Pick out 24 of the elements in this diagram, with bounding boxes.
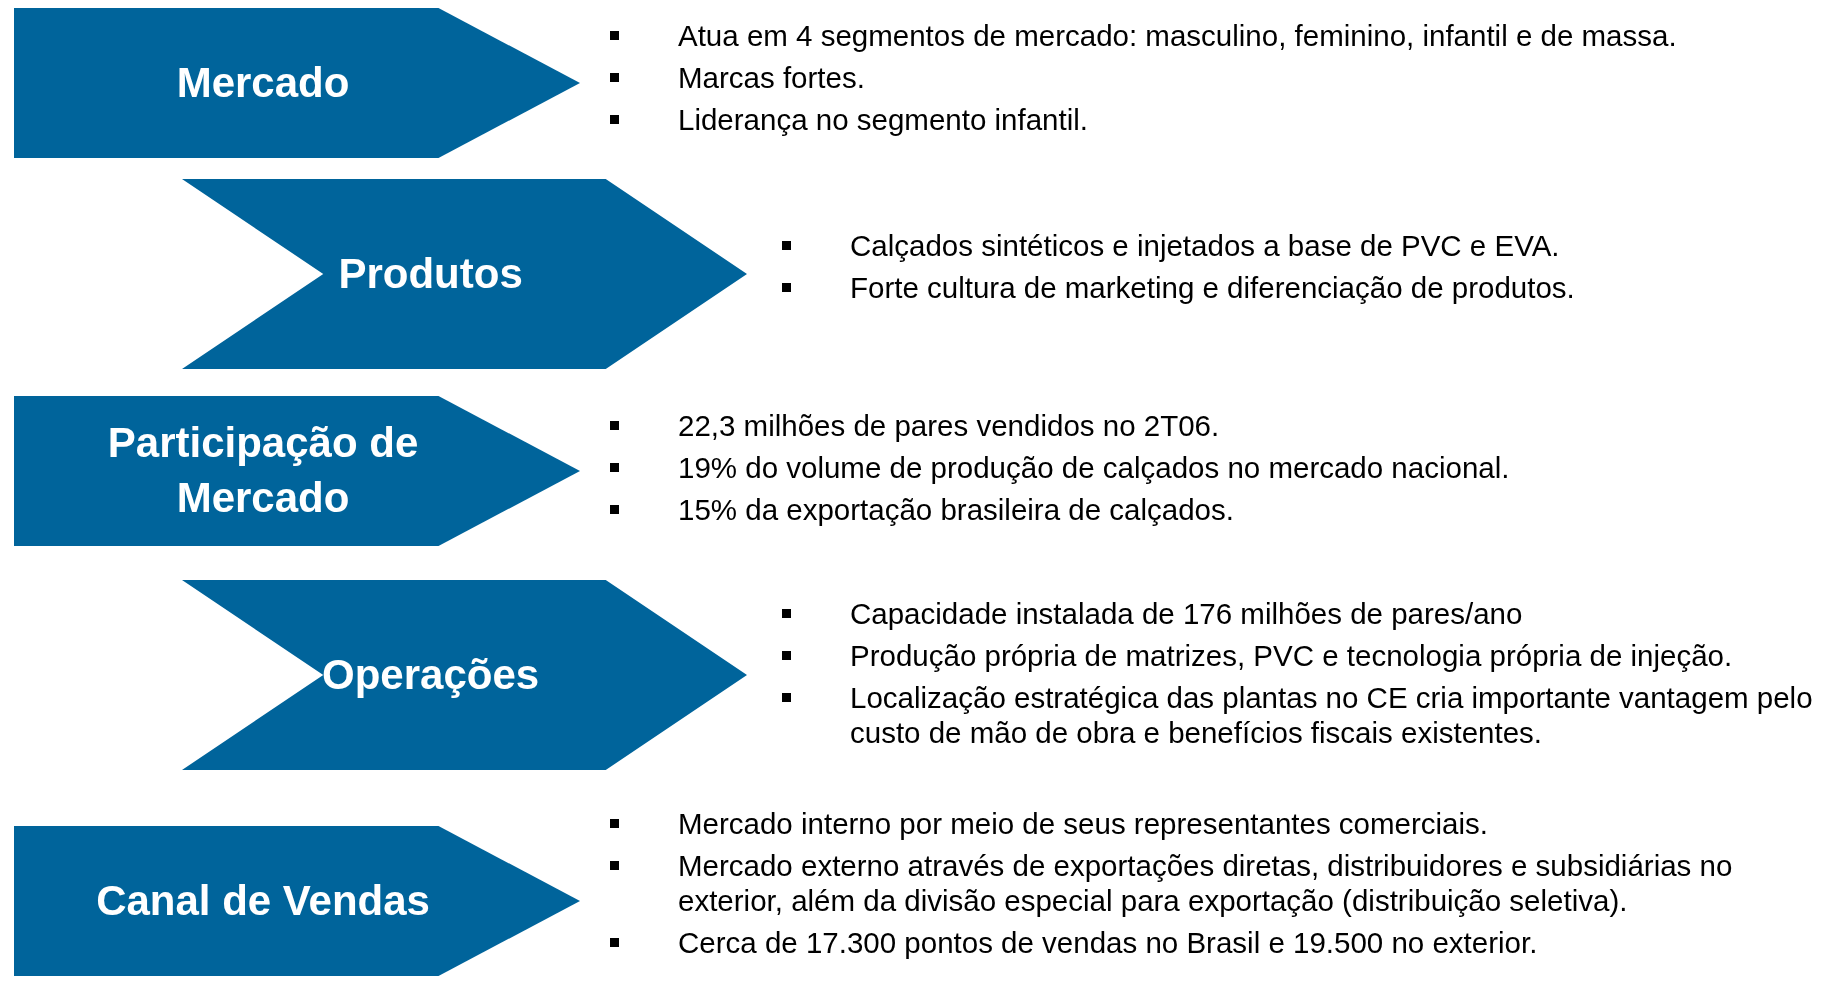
bullet-text: Liderança no segmento infantil. bbox=[678, 103, 1088, 136]
bullet-text: 15% da exportação brasileira de calçados. bbox=[678, 493, 1234, 526]
bullet-text: Calçados sintéticos e injetados a base de PVC e EVA. bbox=[850, 229, 1560, 262]
chevron-label: Mercado bbox=[175, 57, 351, 108]
chevron-label: Produtos bbox=[337, 248, 524, 299]
bullet-text: Cerca de 17.300 pontos de vendas no Brasil e 19.500 no exterior. bbox=[678, 926, 1538, 959]
chevron-label: Participação de Mercado bbox=[106, 418, 420, 523]
chevron-label: Operações bbox=[321, 649, 541, 700]
bullet-text: Localização estratégica das plantas no CE cria importante vantagem pelo custo de mão de obra e benefícios fiscais existentes. bbox=[850, 681, 1813, 749]
bullet-text: 22,3 milhões de pares vendidos no 2T06. bbox=[678, 409, 1220, 442]
chevron-banner bbox=[14, 396, 580, 546]
bullet-text: Mercado interno por meio de seus representantes comerciais. bbox=[678, 807, 1488, 840]
bullet-text: Forte cultura de marketing e diferenciação de produtos. bbox=[850, 271, 1575, 304]
bullet-text: Mercado externo através de exportações diretas, distribuidores e subsidiárias no exterior, além da divisão especial para exportação (distribuição seletiva). bbox=[678, 849, 1733, 917]
chevron-label: Canal de Vendas bbox=[95, 875, 431, 926]
bullet-text: Marcas fortes. bbox=[678, 61, 865, 94]
bullet-text: Produção própria de matrizes, PVC e tecnologia própria de injeção. bbox=[850, 639, 1733, 672]
chevron-banner bbox=[14, 8, 580, 158]
chevron-banner bbox=[14, 826, 580, 976]
chevron-banner bbox=[182, 179, 747, 369]
chevron-banner bbox=[182, 580, 747, 770]
bullet-text: Capacidade instalada de 176 milhões de pares/ano bbox=[850, 597, 1523, 630]
bullet-text: Atua em 4 segmentos de mercado: masculino, feminino, infantil e de massa. bbox=[678, 19, 1677, 52]
bullet-text: 19% do volume de produção de calçados no mercado nacional. bbox=[678, 451, 1510, 484]
